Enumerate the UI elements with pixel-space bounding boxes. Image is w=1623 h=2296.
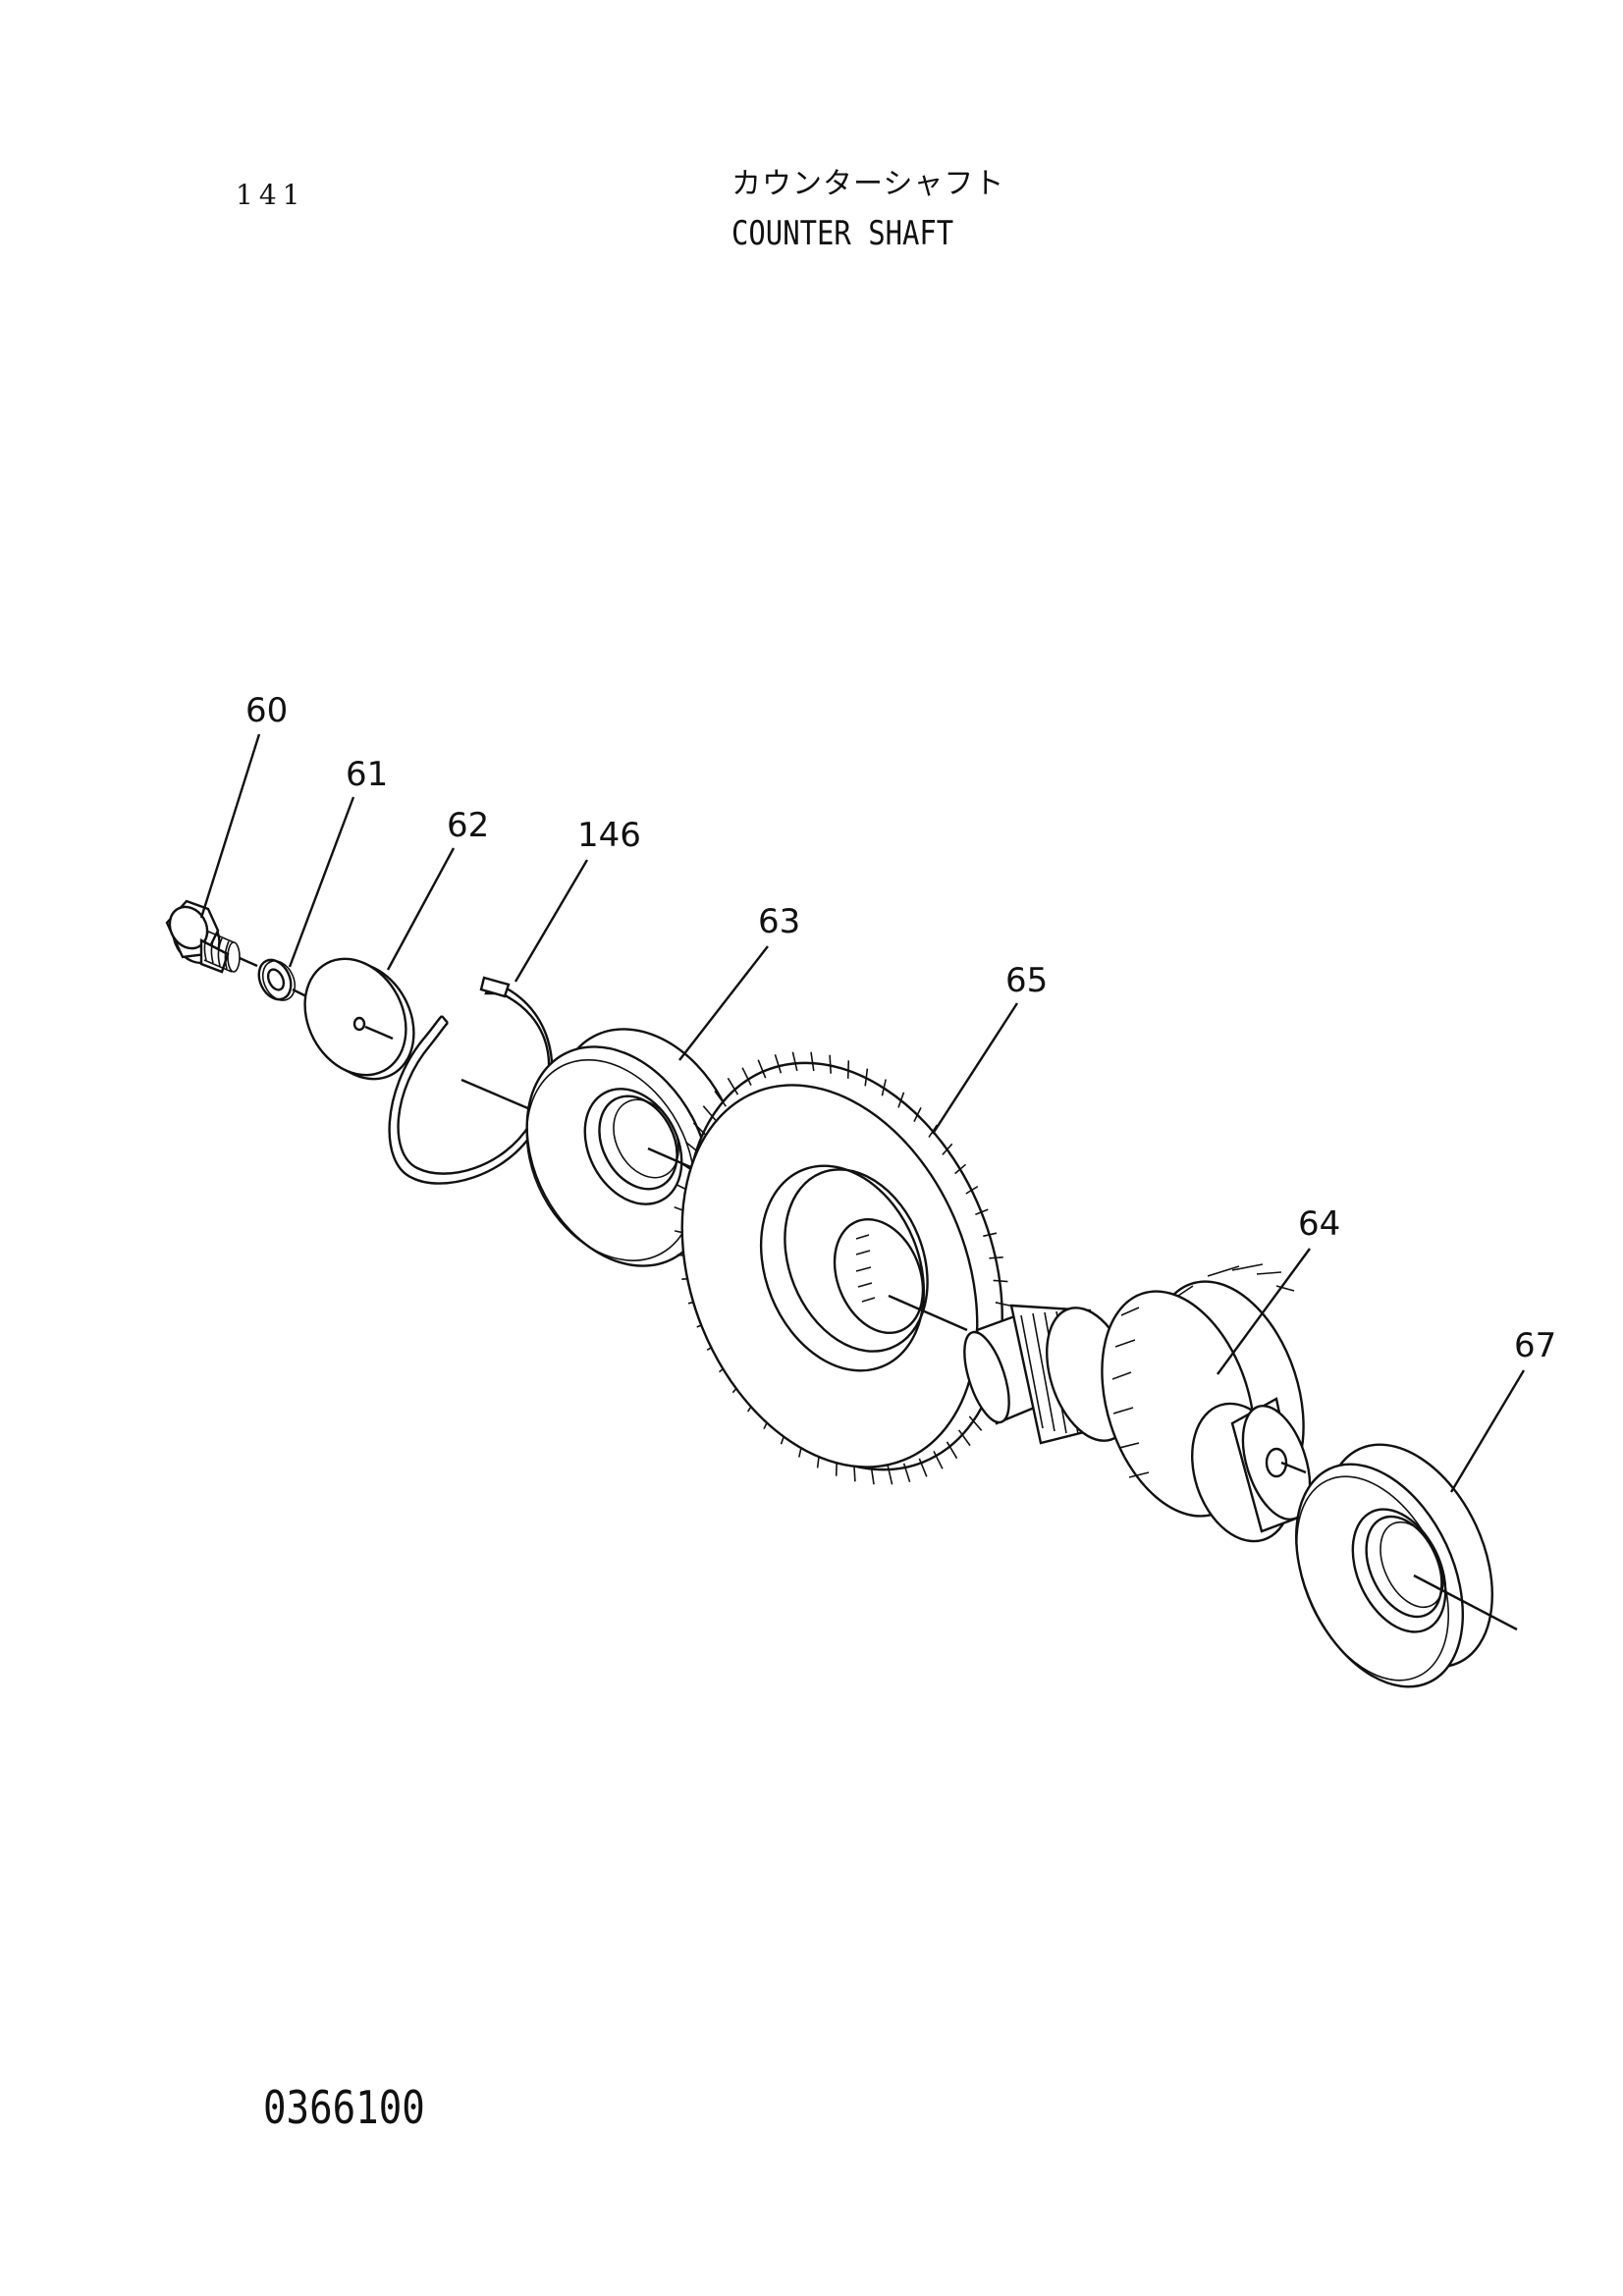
part-65-gear	[674, 1051, 1011, 1485]
gear-tooth	[791, 1051, 798, 1072]
part-60-bolt	[165, 899, 258, 974]
gear-tooth	[975, 1208, 989, 1216]
callout-62: 62	[447, 806, 489, 845]
callout-146: 146	[577, 816, 641, 855]
gear-tooth	[757, 1059, 767, 1079]
gear-tooth	[933, 1451, 944, 1469]
part-61-washer	[257, 958, 313, 1001]
callout-67: 67	[1514, 1326, 1556, 1365]
page-number: 141	[236, 179, 306, 211]
part-67-bearing	[1294, 1443, 1518, 1688]
gear-tooth	[968, 1415, 983, 1431]
gear-tooth	[928, 1124, 939, 1139]
gear-tooth	[983, 1232, 998, 1238]
part-146-snap-ring	[388, 976, 554, 1185]
part-62-plate	[303, 957, 415, 1081]
part-64-shaft-gear	[963, 1263, 1312, 1543]
gear-tooth	[942, 1143, 953, 1155]
gear-tooth	[881, 1079, 887, 1096]
gear-tooth	[810, 1051, 815, 1072]
part-63-bearing	[525, 1028, 741, 1267]
gear-tooth	[918, 1458, 928, 1477]
gear-tooth	[989, 1256, 1003, 1259]
gear-tooth	[846, 1060, 850, 1079]
gear-tooth	[897, 1092, 905, 1108]
callout-60: 60	[245, 691, 288, 730]
gear-tooth	[995, 1302, 1011, 1307]
callout-64: 64	[1298, 1204, 1340, 1244]
gear-tooth	[946, 1441, 958, 1460]
gear-tooth	[913, 1106, 922, 1122]
gear-tooth	[774, 1054, 783, 1074]
gear-tooth	[741, 1067, 752, 1086]
gear-tooth	[965, 1186, 979, 1195]
callout-65: 65	[1005, 961, 1048, 1000]
gear-tooth	[954, 1163, 967, 1175]
gear-tooth	[993, 1279, 1008, 1283]
gear-tooth	[702, 1105, 717, 1121]
gear-tooth	[864, 1068, 869, 1087]
callouts: 60 61 62 146 63 65 64 67	[199, 691, 1556, 1493]
drawing-number: 0366100	[263, 2081, 425, 2134]
gear-tooth	[957, 1429, 971, 1447]
gear-tooth	[692, 1122, 708, 1137]
gear-tooth	[714, 1090, 728, 1107]
gear-tooth	[870, 1465, 875, 1485]
gear-tooth	[887, 1465, 893, 1485]
callout-63: 63	[758, 902, 800, 941]
gear-tooth	[829, 1054, 832, 1074]
title-english: COUNTER SHAFT	[731, 214, 954, 253]
gear-tooth	[902, 1463, 911, 1482]
callout-61: 61	[346, 755, 388, 794]
gear-tooth	[727, 1077, 739, 1095]
title-japanese: カウンターシャフト	[731, 167, 1005, 201]
